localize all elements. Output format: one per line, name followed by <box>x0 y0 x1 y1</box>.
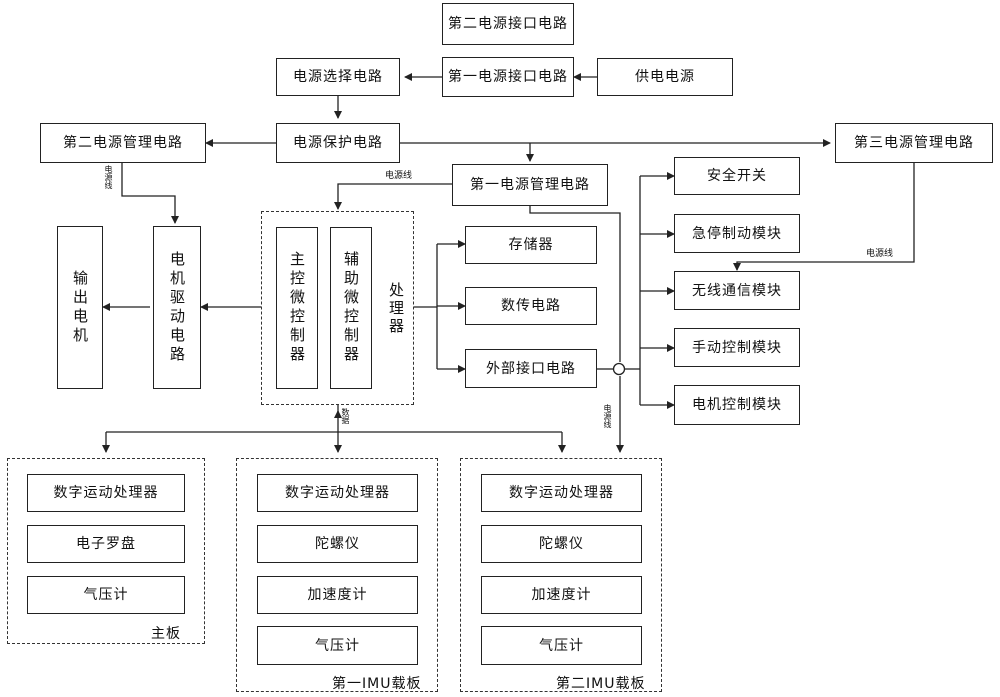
motor-control-box: 电机控制模块 <box>674 385 800 425</box>
power-line-label-bottom: 电源线 <box>603 404 612 428</box>
imu1-accel-box: 加速度计 <box>257 576 418 614</box>
power-line-label-right: 电源线 <box>866 249 894 259</box>
main-dmp-box: 数字运动处理器 <box>27 474 185 512</box>
imu1-dmp-box: 数字运动处理器 <box>257 474 418 512</box>
imu1-board-group <box>236 458 438 692</box>
output-motor-box: 输出电机 <box>57 226 103 389</box>
imu1-gyro-box: 陀螺仪 <box>257 525 418 563</box>
imu1-board-title: 第一IMU载板 <box>332 676 422 692</box>
imu2-accel-box: 加速度计 <box>481 576 642 614</box>
manual-control-box: 手动控制模块 <box>674 328 800 367</box>
external-interface-box: 外部接口电路 <box>465 349 597 388</box>
motor-driver-box: 电机驱动电路 <box>153 226 201 389</box>
imu2-board-title: 第二IMU载板 <box>556 676 646 692</box>
second-power-mgmt-box: 第二电源管理电路 <box>40 123 206 163</box>
safety-switch-box: 安全开关 <box>674 157 800 195</box>
first-power-mgmt-box: 第一电源管理电路 <box>452 164 608 206</box>
power-select-box: 电源选择电路 <box>276 58 400 96</box>
imu2-board-group <box>460 458 662 692</box>
processor-group <box>261 211 414 405</box>
imu2-barometer-box: 气压计 <box>481 626 642 665</box>
storage-box: 存储器 <box>465 226 597 264</box>
imu1-barometer-box: 气压计 <box>257 626 418 665</box>
main-board-group <box>7 458 205 644</box>
power-supply-box: 供电电源 <box>597 58 733 96</box>
imu2-dmp-box: 数字运动处理器 <box>481 474 642 512</box>
wireless-comm-box: 无线通信模块 <box>674 271 800 310</box>
main-board-title: 主板 <box>151 626 181 642</box>
power-line-label-left: 电源线 <box>104 165 113 189</box>
main-mcu-box: 主控微控制器 <box>276 227 318 389</box>
processor-label: 处理器 <box>387 282 405 336</box>
main-barometer-box: 气压计 <box>27 576 185 614</box>
power-line-label-top: 电源线 <box>385 171 413 181</box>
power-protect-box: 电源保护电路 <box>276 123 400 163</box>
third-power-mgmt-box: 第三电源管理电路 <box>835 123 993 163</box>
aux-mcu-box: 辅助微控制器 <box>330 227 372 389</box>
main-compass-box: 电子罗盘 <box>27 525 185 563</box>
data-label: 数据 <box>341 408 350 424</box>
second-power-interface-box: 第二电源接口电路 <box>442 3 574 45</box>
imu2-gyro-box: 陀螺仪 <box>481 525 642 563</box>
emergency-brake-box: 急停制动模块 <box>674 214 800 253</box>
data-link-box: 数传电路 <box>465 287 597 325</box>
first-power-interface-box: 第一电源接口电路 <box>442 57 574 97</box>
